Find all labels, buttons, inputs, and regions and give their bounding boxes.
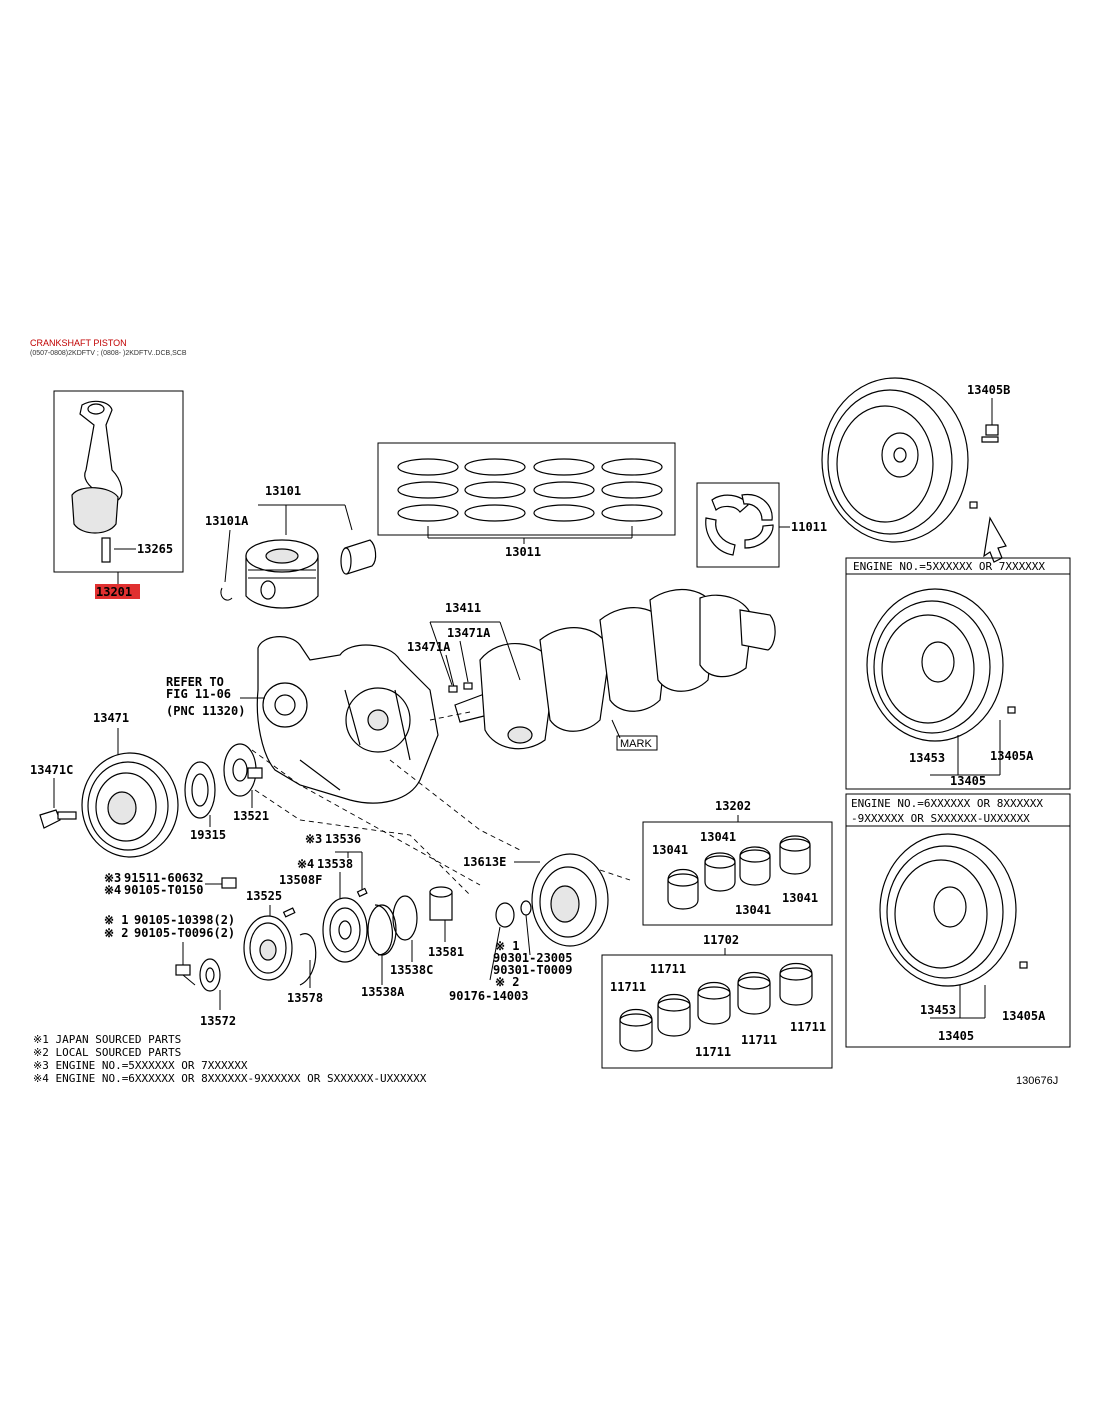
diagram-title: CRANKSHAFT PISTON: [30, 338, 127, 348]
footnotes: ※1 JAPAN SOURCED PARTS ※2 LOCAL SOURCED …: [33, 1033, 427, 1085]
label-refer-to-1: REFER TO: [166, 675, 224, 689]
engine-box-2[interactable]: ENGINE NO.=6XXXXXX OR 8XXXXXX -9XXXXXX O…: [845, 793, 1071, 1048]
piston-group[interactable]: 13101 13101A: [205, 484, 377, 609]
label-13101[interactable]: 13101: [265, 484, 301, 498]
label-13613E[interactable]: 13613E: [463, 855, 506, 869]
label-13525[interactable]: 13525: [246, 889, 282, 903]
label-13405B[interactable]: 13405B: [967, 383, 1010, 397]
key-group[interactable]: 13411 13471A 13471A: [407, 601, 521, 693]
note-3: ※3 ENGINE NO.=5XXXXXX OR 7XXXXXX: [33, 1059, 248, 1072]
label-13471A-2[interactable]: 13471A: [407, 640, 451, 654]
label-13581[interactable]: 13581: [428, 945, 464, 959]
piston-rings-group[interactable]: 13011: [377, 442, 676, 559]
fastener-callouts[interactable]: ※3 91511-60632 ※4 90105-T0150 ※ 1 90105-…: [104, 871, 237, 1028]
label-11711-4[interactable]: 11711: [741, 1033, 777, 1047]
thrust-washer-group[interactable]: 11011: [696, 482, 827, 568]
label-90105-10398[interactable]: 90105-10398(2): [134, 913, 235, 927]
label-13041-4[interactable]: 13041: [782, 891, 818, 905]
ref1-90301: ※ 1: [495, 939, 520, 953]
ref3-13536: ※3: [305, 832, 322, 846]
crankshaft-group[interactable]: MARK: [454, 588, 776, 751]
ref2-90105: ※ 2: [104, 926, 129, 940]
label-13538C[interactable]: 13538C: [390, 963, 433, 977]
engine-box-1[interactable]: ENGINE NO.=5XXXXXX OR 7XXXXXX 13453 1340…: [845, 557, 1071, 790]
label-11011[interactable]: 11011: [791, 520, 827, 534]
engine-box-2-header-1: ENGINE NO.=6XXXXXX OR 8XXXXXX: [851, 797, 1043, 810]
note-1: ※1 JAPAN SOURCED PARTS: [33, 1033, 181, 1046]
label-fw1-13405[interactable]: 13405: [950, 774, 986, 788]
label-90105-T0150[interactable]: 90105-T0150: [124, 883, 203, 897]
label-11711-1[interactable]: 11711: [650, 962, 686, 976]
label-fw2-13405A[interactable]: 13405A: [1002, 1009, 1046, 1023]
ref2-90301: ※ 2: [495, 975, 520, 989]
label-11711-3[interactable]: 11711: [695, 1045, 731, 1059]
label-13101A[interactable]: 13101A: [205, 514, 249, 528]
label-13536[interactable]: 13536: [325, 832, 361, 846]
label-13011[interactable]: 13011: [505, 545, 541, 559]
pulley-group[interactable]: 13471 13471C: [30, 711, 179, 858]
label-13538[interactable]: 13538: [317, 857, 353, 871]
label-13201[interactable]: 13201: [96, 585, 132, 599]
ref1-90105: ※ 1: [104, 913, 129, 927]
label-19315[interactable]: 19315: [190, 828, 226, 842]
label-13265[interactable]: 13265: [137, 542, 173, 556]
label-13041-2[interactable]: 13041: [652, 843, 688, 857]
note-2: ※2 LOCAL SOURCED PARTS: [33, 1046, 181, 1059]
label-90105-T0096[interactable]: 90105-T0096(2): [134, 926, 235, 940]
spacer-group[interactable]: 13508F ※3 13536 ※4 13538 13538A 13538C 1…: [279, 832, 464, 999]
label-fw1-13405A[interactable]: 13405A: [990, 749, 1034, 763]
label-fw1-13453[interactable]: 13453: [909, 751, 945, 765]
engine-box-2-header-2: -9XXXXXX OR SXXXXXX-UXXXXXX: [851, 812, 1030, 825]
label-13538A[interactable]: 13538A: [361, 985, 405, 999]
bearing-11702-group[interactable]: 11702 11711 11711 11711 11711 11711: [601, 933, 833, 1069]
label-13578[interactable]: 13578: [287, 991, 323, 1005]
label-11711-2[interactable]: 11711: [610, 980, 646, 994]
label-fw2-13405[interactable]: 13405: [938, 1029, 974, 1043]
gear-13525-group[interactable]: 13525 13578: [243, 889, 323, 1005]
diagram-subtitle: (0507-0808)2KDFTV ; (0808- )2KDFTV..DCB,…: [30, 350, 187, 357]
label-refer-to-2: FIG 11-06: [166, 687, 231, 701]
label-13508F[interactable]: 13508F: [279, 873, 322, 887]
label-91511-60632[interactable]: 91511-60632: [124, 871, 203, 885]
label-13041-3[interactable]: 13041: [735, 903, 771, 917]
ref3-91511: ※3: [104, 871, 121, 885]
figure-code: 130676J: [1016, 1075, 1058, 1087]
label-90301-T0009[interactable]: 90301-T0009: [493, 963, 572, 977]
flywheel-top-group[interactable]: 13405B: [821, 377, 1010, 563]
highlight-13201: [95, 584, 140, 599]
ref4-90105: ※4: [104, 883, 121, 897]
label-fw2-13453[interactable]: 13453: [920, 1003, 956, 1017]
timing-case-group[interactable]: REFER TO FIG 11-06 (PNC 11320): [166, 636, 439, 804]
sprocket-group[interactable]: 19315 13521: [184, 743, 269, 842]
label-13471[interactable]: 13471: [93, 711, 129, 725]
label-11711-5[interactable]: 11711: [790, 1020, 826, 1034]
label-13202[interactable]: 13202: [715, 799, 751, 813]
label-11702[interactable]: 11702: [703, 933, 739, 947]
label-90176-14003[interactable]: 90176-14003: [449, 989, 528, 1003]
label-13041-1[interactable]: 13041: [700, 830, 736, 844]
label-13521[interactable]: 13521: [233, 809, 269, 823]
note-4: ※4 ENGINE NO.=6XXXXXX OR 8XXXXXX-9XXXXXX…: [33, 1072, 427, 1085]
label-refer-to-3: (PNC 11320): [166, 704, 245, 718]
damper-13613E-group[interactable]: 13613E ※ 1 90301-23005 90301-T0009 ※ 2 9…: [449, 853, 609, 1003]
ref4-13538: ※4: [297, 857, 314, 871]
label-13471A-1[interactable]: 13471A: [447, 626, 491, 640]
label-90301-23005[interactable]: 90301-23005: [493, 951, 572, 965]
bearing-13202-group[interactable]: 13202 13041 13041 13041 13041: [642, 799, 833, 926]
label-13411[interactable]: 13411: [445, 601, 481, 615]
label-mark[interactable]: MARK: [620, 738, 652, 750]
engine-box-1-header: ENGINE NO.=5XXXXXX OR 7XXXXXX: [853, 560, 1045, 573]
label-13471C[interactable]: 13471C: [30, 763, 73, 777]
label-13572[interactable]: 13572: [200, 1014, 236, 1028]
connecting-rod-group[interactable]: 13265 13201: [53, 390, 184, 599]
